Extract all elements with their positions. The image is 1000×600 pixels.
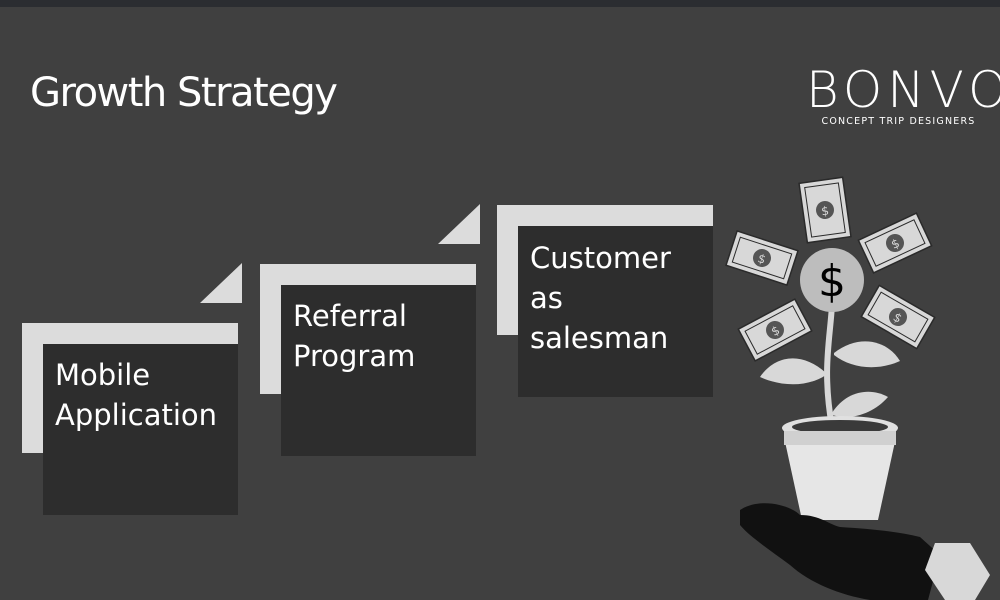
- step-label: Customer as salesman: [530, 238, 671, 358]
- step-box: [281, 285, 476, 456]
- step-referral-program: Referral Program: [260, 204, 480, 459]
- logo-wordmark: BONVO: [806, 61, 1000, 119]
- step-mobile-application: Mobile Application: [22, 263, 242, 518]
- dollar-bill-icon: $: [798, 176, 852, 244]
- brand-logo: BONVO CONCEPT TRIP DESIGNERS: [806, 61, 1000, 127]
- step-box: [43, 344, 238, 515]
- hand-icon: [740, 503, 940, 600]
- money-plant-illustration: $ $ $ $ $ $: [725, 176, 990, 600]
- step-corner-triangle: [200, 263, 242, 303]
- plant-pot: [784, 437, 896, 520]
- step-label: Referral Program: [293, 296, 415, 376]
- step-box: [518, 226, 713, 397]
- coin-icon: [800, 248, 864, 312]
- plant-stem: [824, 304, 835, 428]
- coin-dollar-symbol: $: [818, 256, 846, 307]
- step-customer-as-salesman: Customer as salesman: [497, 205, 717, 400]
- step-label-line: Program: [293, 339, 416, 373]
- step-corner-triangle: [438, 204, 480, 244]
- step-label-line: Mobile: [55, 358, 151, 392]
- bill-symbol: $: [756, 251, 768, 267]
- step-label-line: salesman: [530, 321, 669, 355]
- step-label: Mobile Application: [55, 355, 217, 435]
- step-label-line: Referral: [293, 299, 407, 333]
- dollar-bill-icon: $: [737, 298, 813, 362]
- plant-leaf: [834, 341, 900, 368]
- plant-leaf: [760, 358, 826, 385]
- dollar-bill-icon: $: [725, 230, 799, 286]
- step-label-line: Customer: [530, 241, 671, 275]
- slide-title: Growth Strategy: [30, 70, 338, 116]
- step-label-line: Application: [55, 398, 218, 432]
- dollar-bill-icon: $: [857, 212, 933, 274]
- plant-leaf: [832, 391, 888, 417]
- top-bar: [0, 0, 1000, 7]
- logo-tagline: CONCEPT TRIP DESIGNERS: [821, 116, 976, 127]
- bill-symbol: $: [820, 204, 830, 219]
- dollar-bill-icon: $: [860, 284, 936, 350]
- step-label-line: as: [530, 281, 563, 315]
